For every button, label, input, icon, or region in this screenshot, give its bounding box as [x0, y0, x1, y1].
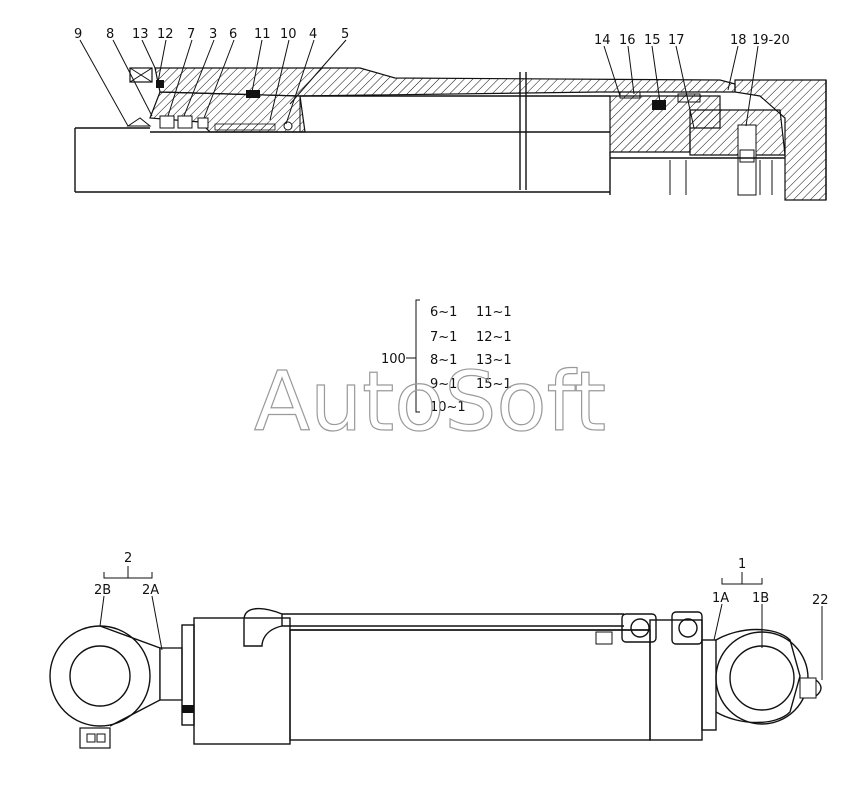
- section-callouts: 9 8 13 12 7 3 6 11 10 4 5 14 16 15 17 18…: [74, 27, 790, 48]
- callout-15: 15: [644, 33, 661, 48]
- callout-22: 22: [812, 593, 829, 608]
- cylinder-assembly: [49, 607, 822, 749]
- watermark: AutoSoft: [254, 355, 606, 450]
- kit-item: 10~1: [430, 400, 466, 415]
- section-leaders: [79, 39, 759, 129]
- tube-wall: [154, 67, 736, 97]
- callout-2b: 2B: [94, 583, 111, 598]
- kit-item: 15~1: [476, 377, 512, 392]
- callout-1a: 1A: [712, 591, 729, 606]
- callout-16: 16: [619, 33, 636, 48]
- callout-5: 5: [341, 27, 349, 42]
- callout-17: 17: [668, 33, 685, 48]
- callout-7: 7: [187, 27, 195, 42]
- cylinder-cross-section: [74, 67, 827, 201]
- assembly-leaders: [99, 566, 823, 680]
- callout-14: 14: [594, 33, 611, 48]
- callout-10: 10: [280, 27, 297, 42]
- callout-11: 11: [254, 27, 271, 42]
- kit-item: 9~1: [430, 377, 457, 392]
- callout-2: 2: [124, 551, 132, 566]
- kit-item: 6~1: [430, 305, 457, 320]
- callout-6: 6: [229, 27, 237, 42]
- kit-item: 11~1: [476, 305, 512, 320]
- kit-label: 100: [381, 352, 406, 367]
- callout-13: 13: [132, 27, 149, 42]
- assembly-callouts: 2 2B 2A 1 1A 1B 22: [94, 551, 829, 608]
- callout-8: 8: [106, 27, 114, 42]
- callout-1b: 1B: [752, 591, 769, 606]
- kit-item: 7~1: [430, 330, 457, 345]
- kit-item: 12~1: [476, 330, 512, 345]
- callout-3: 3: [209, 27, 217, 42]
- callout-19-20: 19-20: [752, 33, 790, 48]
- kit-item: 13~1: [476, 353, 512, 368]
- callout-12: 12: [157, 27, 174, 42]
- callout-2a: 2A: [142, 583, 159, 598]
- rod-eye-boss: [159, 647, 183, 701]
- callout-1: 1: [738, 557, 746, 572]
- callout-4: 4: [309, 27, 317, 42]
- callout-18: 18: [730, 33, 747, 48]
- seal-kit-list: 100 6~1 11~1 7~1 12~1 8~1 13~1 9~1 15~1 …: [381, 299, 512, 415]
- kit-item: 8~1: [430, 353, 457, 368]
- callout-9: 9: [74, 27, 82, 42]
